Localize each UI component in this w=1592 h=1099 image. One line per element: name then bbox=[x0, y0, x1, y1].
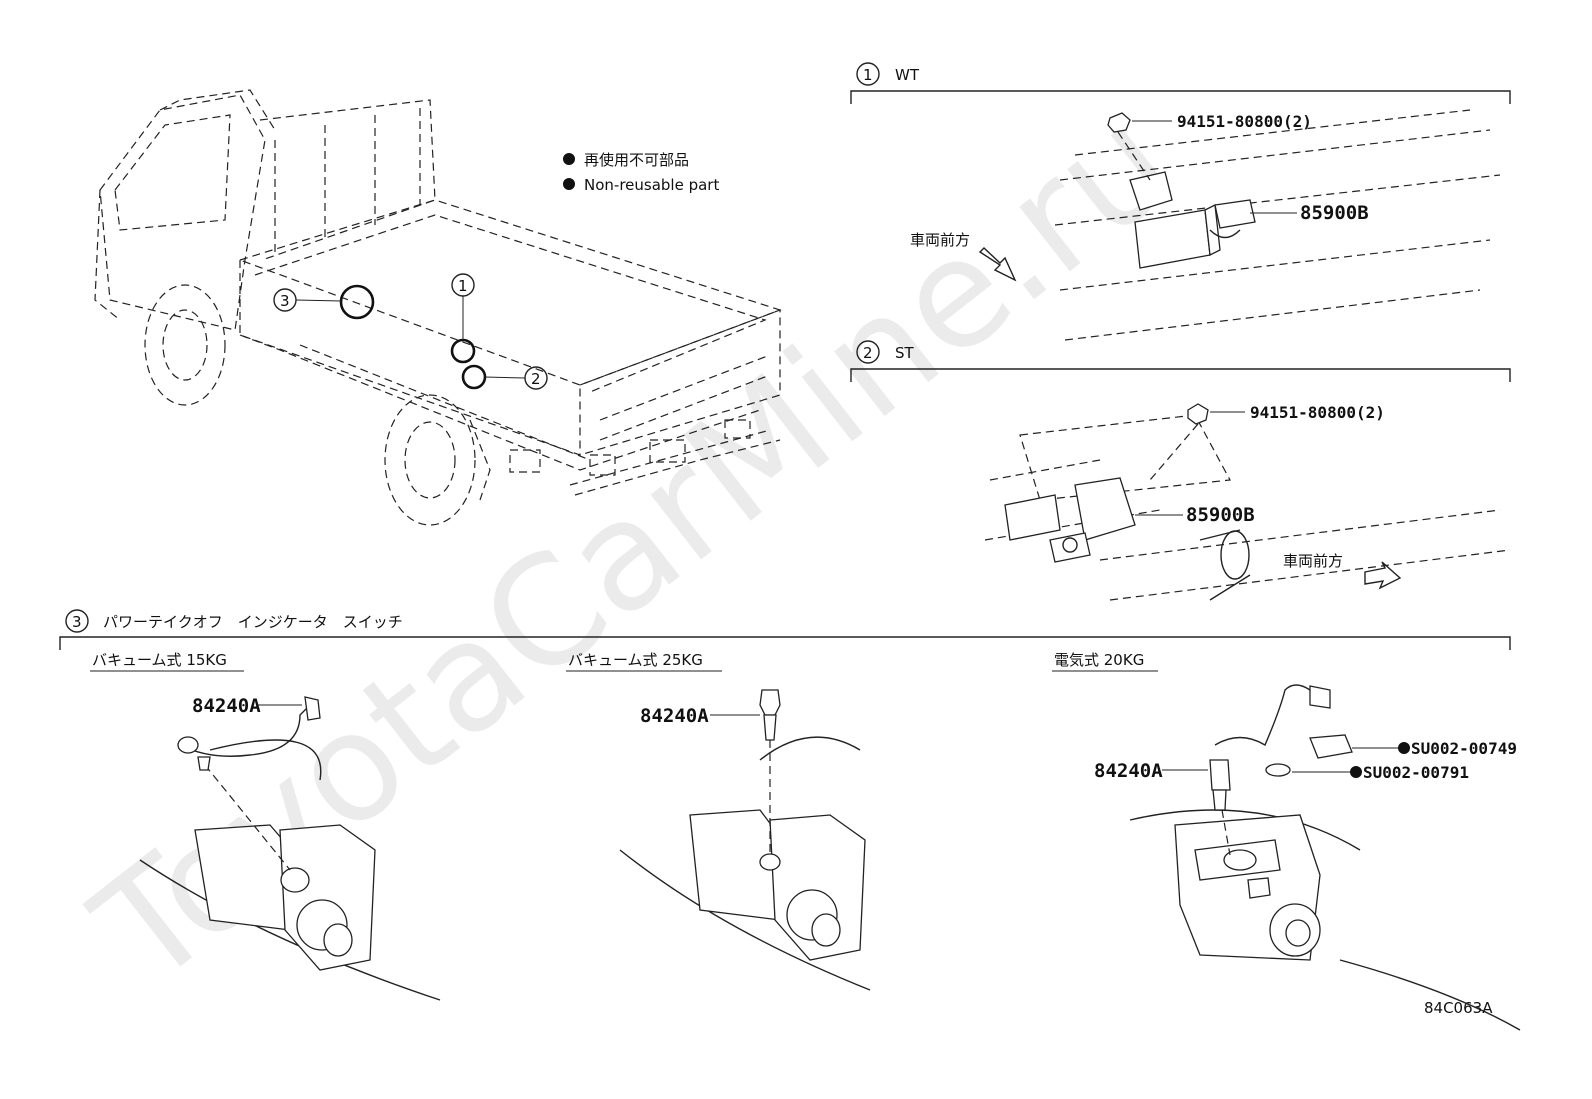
pto-vacuum-25kg-title: バキューム式 25KG bbox=[568, 651, 703, 669]
svg-text:2: 2 bbox=[863, 344, 873, 362]
st-bolt-part-number: 94151-80800(2) bbox=[1250, 403, 1385, 422]
legend-en: Non-reusable part bbox=[584, 176, 719, 194]
callout-2: 2 bbox=[484, 366, 548, 390]
pto-20kg-part-number: 84240A bbox=[1094, 760, 1163, 782]
truck-illustration bbox=[94, 89, 782, 526]
pto-washer-part-number: SU002-00791 bbox=[1363, 763, 1469, 782]
section-pto: 3 パワーテイクオフ インジケータ スイッチ バキューム式 15KG バキューム… bbox=[59, 609, 1521, 1031]
pto-electric-20kg-title: 電気式 20KG bbox=[1054, 651, 1144, 669]
st-sensor-location-marker bbox=[461, 364, 487, 390]
non-reusable-dot-icon bbox=[1350, 766, 1362, 778]
legend: 再使用不可部品 Non-reusable part bbox=[563, 151, 719, 194]
section-wt-title: WT bbox=[895, 66, 920, 84]
section-st-title: ST bbox=[895, 344, 915, 362]
st-sensor-part-number: 85900B bbox=[1186, 504, 1255, 526]
legend-jp: 再使用不可部品 bbox=[584, 151, 689, 169]
svg-text:2: 2 bbox=[531, 370, 541, 388]
diagram-id: 84C063A bbox=[1424, 999, 1493, 1017]
wt-sensor-part-number: 85900B bbox=[1300, 202, 1369, 224]
section-st: 2 ST 94151-80800(2) 85900B 車両前方 bbox=[850, 340, 1511, 601]
non-reusable-dot-icon bbox=[1398, 742, 1410, 754]
svg-text:3: 3 bbox=[280, 292, 290, 310]
legend-dot-icon bbox=[563, 178, 575, 190]
front-arrow-icon bbox=[978, 247, 1017, 282]
pto-gasket-part-number: SU002-00749 bbox=[1411, 739, 1517, 758]
wt-front-direction-label: 車両前方 bbox=[910, 231, 970, 249]
pto-15kg-part-number: 84240A bbox=[192, 695, 261, 717]
legend-dot-icon bbox=[563, 153, 575, 165]
wt-bolt-part-number: 94151-80800(2) bbox=[1177, 112, 1312, 131]
section-pto-title: パワーテイクオフ インジケータ スイッチ bbox=[103, 613, 403, 631]
callout-3: 3 bbox=[273, 288, 342, 312]
svg-text:1: 1 bbox=[863, 66, 873, 84]
svg-text:3: 3 bbox=[72, 613, 82, 631]
st-front-direction-label: 車両前方 bbox=[1283, 552, 1343, 570]
pto-vacuum-15kg-title: バキューム式 15KG bbox=[92, 651, 227, 669]
section-wt: 1 WT 94151-80800(2) 85900B 車両前方 bbox=[850, 62, 1511, 341]
callout-1: 1 bbox=[451, 273, 475, 340]
pto-25kg-part-number: 84240A bbox=[640, 705, 709, 727]
pto-switch-location-marker bbox=[339, 284, 375, 320]
wt-sensor-location-marker bbox=[450, 338, 476, 364]
svg-text:1: 1 bbox=[458, 277, 468, 295]
front-arrow-icon bbox=[1364, 561, 1402, 590]
